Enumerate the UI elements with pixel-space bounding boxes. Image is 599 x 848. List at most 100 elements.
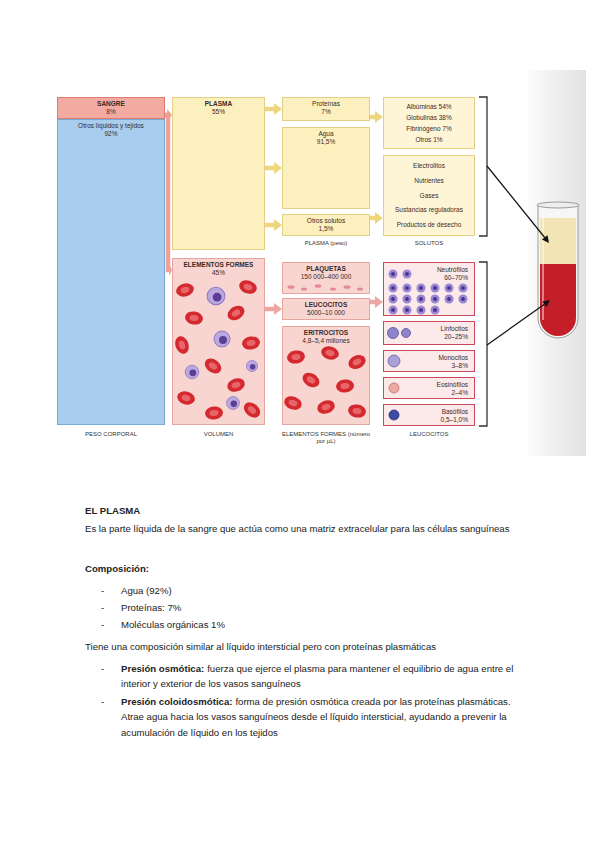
arrow-shaft — [265, 166, 274, 171]
pointer-head — [542, 300, 550, 307]
column-caption: ELEMENTOS FORMES (número por µL) — [278, 431, 374, 445]
component-box: Agua91,5% — [282, 127, 370, 209]
box-value: 55% — [176, 108, 261, 116]
column-caption: VOLUMEN — [172, 431, 265, 438]
box-heading: LEUCOCITOS — [286, 301, 366, 309]
flow-arrow — [265, 219, 282, 231]
box-value: 92% — [61, 130, 161, 138]
pointer-line — [487, 166, 545, 238]
flow-arrow — [165, 115, 172, 276]
list-dash: - — [101, 661, 113, 676]
pointer-head — [542, 235, 549, 243]
column-caption: PLASMA (peso) — [282, 240, 370, 247]
photo-background — [528, 70, 586, 456]
arrow-head — [274, 219, 282, 231]
list-item: Moléculas orgánicas 1% — [121, 617, 421, 632]
list-dash: - — [101, 600, 113, 615]
arrow-head — [274, 162, 282, 174]
box-heading: PLASMA — [176, 100, 261, 108]
leukocyte-box: Monocitos3–8% — [383, 350, 475, 372]
test-tube — [538, 205, 578, 338]
arrow-head — [375, 212, 383, 224]
flow-arrow — [265, 162, 282, 174]
box-value: Fibrinógeno 7% — [387, 125, 471, 133]
arrow-shaft — [265, 223, 274, 228]
term: Presión osmótica: — [121, 663, 204, 674]
box-heading: Agua — [286, 130, 366, 138]
flow-arrow — [265, 103, 282, 115]
box-value: Sustancias reguladoras — [387, 206, 471, 214]
arrow-shaft — [370, 216, 375, 221]
cell-count-box: ERITROCITOS4,8–5,4 millones — [282, 326, 370, 425]
box-heading: PLAQUETAS — [286, 265, 366, 273]
box-heading: Neutrófilos — [387, 266, 468, 274]
cell-count-box: PLAQUETAS150 000–400 000 — [282, 262, 370, 294]
box-heading: Eosinófilos — [387, 381, 468, 389]
leukocyte-box: Linfocitos20–25% — [383, 321, 475, 345]
bracket — [479, 97, 487, 236]
plasma-layer — [540, 218, 576, 264]
box-value: 0,5–1,0% — [387, 416, 468, 424]
arrow-head — [375, 111, 383, 123]
tube-highlight — [542, 212, 544, 320]
box-value: Nutrientes — [387, 177, 471, 185]
leukocyte-box: Neutrófilos60–70% — [383, 262, 475, 316]
leukocyte-box: Eosinófilos2–4% — [383, 377, 475, 399]
box-value: Otros 1% — [387, 136, 471, 144]
arrow-shaft — [370, 300, 375, 305]
pointer-line — [487, 304, 544, 345]
arrow-shaft — [265, 307, 274, 312]
list-item: Agua (92%) — [121, 583, 421, 598]
box-heading: Otros líquidos y tejidos — [61, 122, 161, 130]
box-heading: Otros solutos — [286, 217, 366, 225]
arrow-head — [274, 103, 282, 115]
plasma-box: PLASMA55% — [172, 97, 265, 250]
box-heading: SANGRE — [61, 100, 161, 108]
box-value: 60–70% — [387, 274, 468, 282]
box-value: 45% — [176, 269, 261, 277]
box-heading: Albúminas 54% — [387, 103, 471, 111]
list-item: Proteínas: 7% — [121, 600, 421, 615]
leukocyte-box: Basófilos0,5–1,0% — [383, 404, 475, 426]
box-heading: Basófilos — [387, 408, 468, 416]
flow-arrow — [370, 296, 383, 308]
arrow-head — [274, 303, 282, 315]
arrow-shaft — [165, 113, 167, 118]
arrow-shaft — [265, 107, 274, 112]
blood-box: SANGRE8% — [57, 97, 165, 119]
flow-arrow — [165, 109, 172, 121]
box-heading: Monocitos — [387, 354, 468, 362]
bullet-text: Presión coloidosmótica:forma de presión … — [121, 694, 531, 740]
box-value: Globulinas 38% — [387, 114, 471, 122]
box-value: Gases — [387, 192, 471, 200]
paragraph: Es la parte líquida de la sangre que act… — [85, 521, 533, 536]
component-box: Proteínas7% — [282, 97, 370, 121]
arrow-head — [375, 296, 383, 308]
arrow-shaft — [165, 115, 169, 270]
box-heading: ELEMENTOS FORMES — [176, 261, 261, 269]
list-dash: - — [101, 694, 113, 709]
body-fluids-box: Otros líquidos y tejidos92% — [57, 119, 165, 425]
protein-list-box: Albúminas 54% Globulinas 38% Fibrinógeno 7… — [383, 97, 475, 149]
cell-layer — [540, 264, 576, 336]
box-value: 5000–10 000 — [286, 309, 366, 317]
box-value: 2–4% — [387, 389, 468, 397]
cell-count-box: LEUCOCITOS5000–10 000 — [282, 298, 370, 320]
box-heading: Electrolitos — [387, 162, 471, 170]
box-value: 3–8% — [387, 362, 468, 370]
box-heading: Linfocitos — [387, 325, 468, 333]
box-value: 8% — [61, 108, 161, 116]
component-box: Otros solutos1,5% — [282, 214, 370, 236]
box-value: 1,5% — [286, 225, 366, 233]
column-caption: PESO CORPORAL — [57, 431, 165, 438]
box-heading: Proteínas — [286, 100, 366, 108]
formed-elements-box: ELEMENTOS FORMES45% — [172, 258, 265, 425]
paragraph: Tiene una composición similar al líquido… — [85, 639, 533, 654]
box-value: 7% — [286, 108, 366, 116]
box-value: 4,8–5,4 millones — [286, 337, 366, 345]
subheading: Composición: — [85, 561, 385, 576]
flow-arrow — [265, 303, 282, 315]
term: Presión coloidosmótica: — [121, 696, 232, 707]
bullet-text: Presión osmótica:fuerza que ejerce el pl… — [121, 661, 531, 692]
